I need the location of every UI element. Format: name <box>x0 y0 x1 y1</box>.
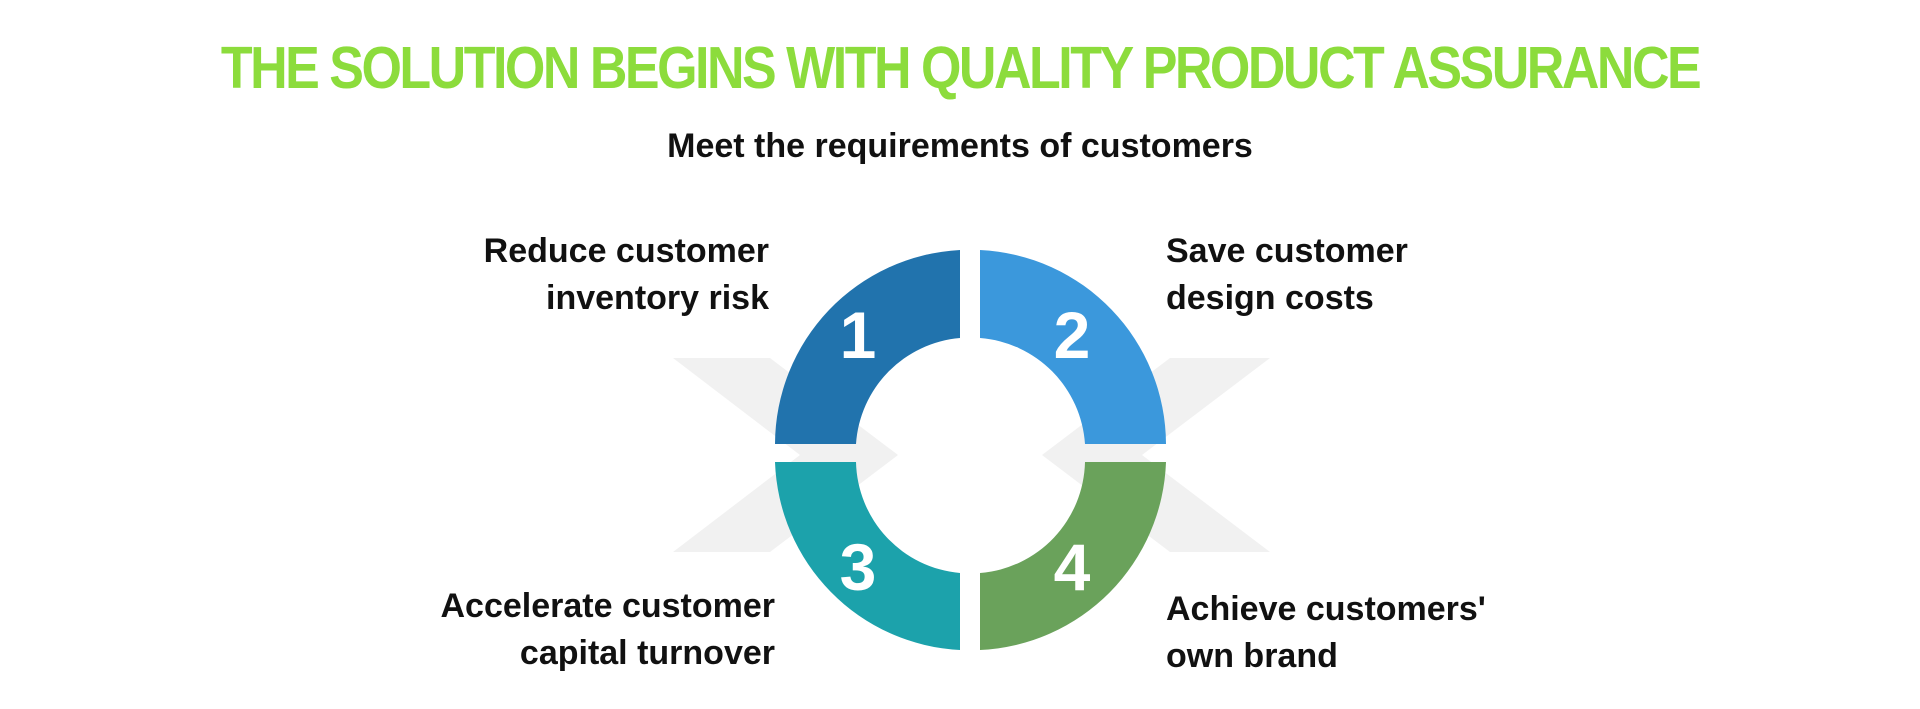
step-1-label: Reduce customer inventory risk <box>484 228 769 322</box>
segment-4-number: 4 <box>1054 530 1091 604</box>
page-title: THE SOLUTION BEGINS WITH QUALITY PRODUCT… <box>220 34 1702 102</box>
step-2-line-1: Save customer <box>1166 232 1408 270</box>
step-2-line-2: design costs <box>1166 279 1374 317</box>
segment-2-number: 2 <box>1054 298 1091 372</box>
step-3-label: Accelerate customer capital turnover <box>440 583 775 677</box>
segment-4 <box>980 462 1166 650</box>
step-3-line-1: Accelerate customer <box>440 587 775 625</box>
segment-2 <box>980 250 1166 444</box>
page-subtitle: Meet the requirements of customers <box>667 127 1253 165</box>
segment-3 <box>775 462 960 650</box>
step-2-label: Save customer design costs <box>1166 228 1408 322</box>
step-4-line-1: Achieve customers' <box>1166 590 1486 628</box>
step-4-label: Achieve customers' own brand <box>1166 586 1486 680</box>
step-3-line-2: capital turnover <box>519 634 775 672</box>
segment-1-number: 1 <box>840 298 877 372</box>
step-1-line-1: Reduce customer <box>483 232 769 270</box>
step-1-line-2: inventory risk <box>546 279 769 317</box>
segment-1 <box>775 250 960 444</box>
step-4-line-2: own brand <box>1166 637 1338 675</box>
segment-3-number: 3 <box>840 530 877 604</box>
